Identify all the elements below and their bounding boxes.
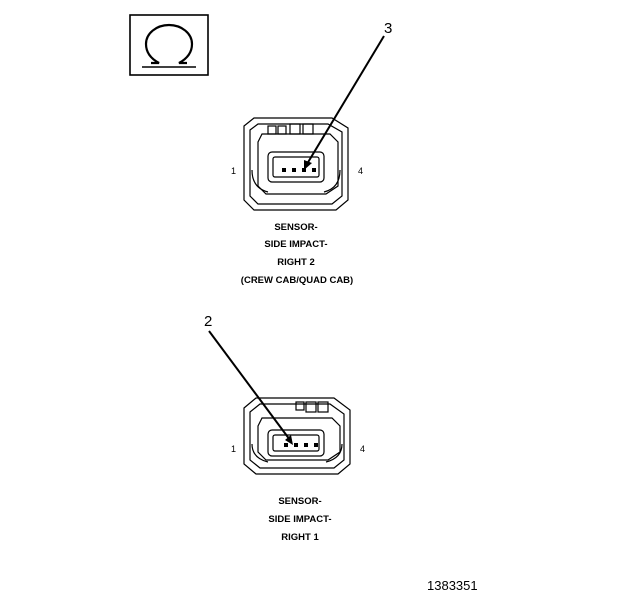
connector-bottom: 1 4 2 SENSOR- SIDE IMPACT- RIGHT 1 bbox=[204, 313, 365, 543]
pin-label-left: 1 bbox=[231, 166, 236, 176]
callout-leader bbox=[306, 35, 385, 165]
pin-label-right: 4 bbox=[358, 166, 363, 176]
connector-body bbox=[243, 397, 351, 475]
component-label-line: SIDE IMPACT- bbox=[268, 514, 331, 525]
figure-number: 1383351 bbox=[427, 578, 478, 593]
callout-number: 2 bbox=[204, 313, 212, 330]
callout-number: 3 bbox=[384, 20, 392, 37]
callout-arrowhead bbox=[304, 160, 312, 170]
component-label-line: (CREW CAB/QUAD CAB) bbox=[241, 275, 353, 286]
connector-top: 1 4 3 SENSOR- SIDE IMPACT- RIGHT 2 (CREW… bbox=[231, 20, 392, 286]
component-label-line: RIGHT 2 bbox=[277, 257, 314, 268]
callout-arrowhead bbox=[285, 435, 293, 445]
connector-pins bbox=[284, 443, 318, 447]
pin-label-right: 4 bbox=[360, 444, 365, 454]
connector-pins bbox=[282, 168, 316, 172]
component-label-line: RIGHT 1 bbox=[281, 532, 319, 543]
component-label-line: SIDE IMPACT- bbox=[264, 239, 327, 250]
component-label-line: SENSOR- bbox=[278, 496, 321, 507]
pin-label-left: 1 bbox=[231, 444, 236, 454]
callout-leader bbox=[208, 330, 291, 441]
connector-body bbox=[243, 117, 349, 211]
ohmmeter-icon bbox=[129, 14, 209, 76]
component-label-line: SENSOR- bbox=[274, 222, 317, 233]
